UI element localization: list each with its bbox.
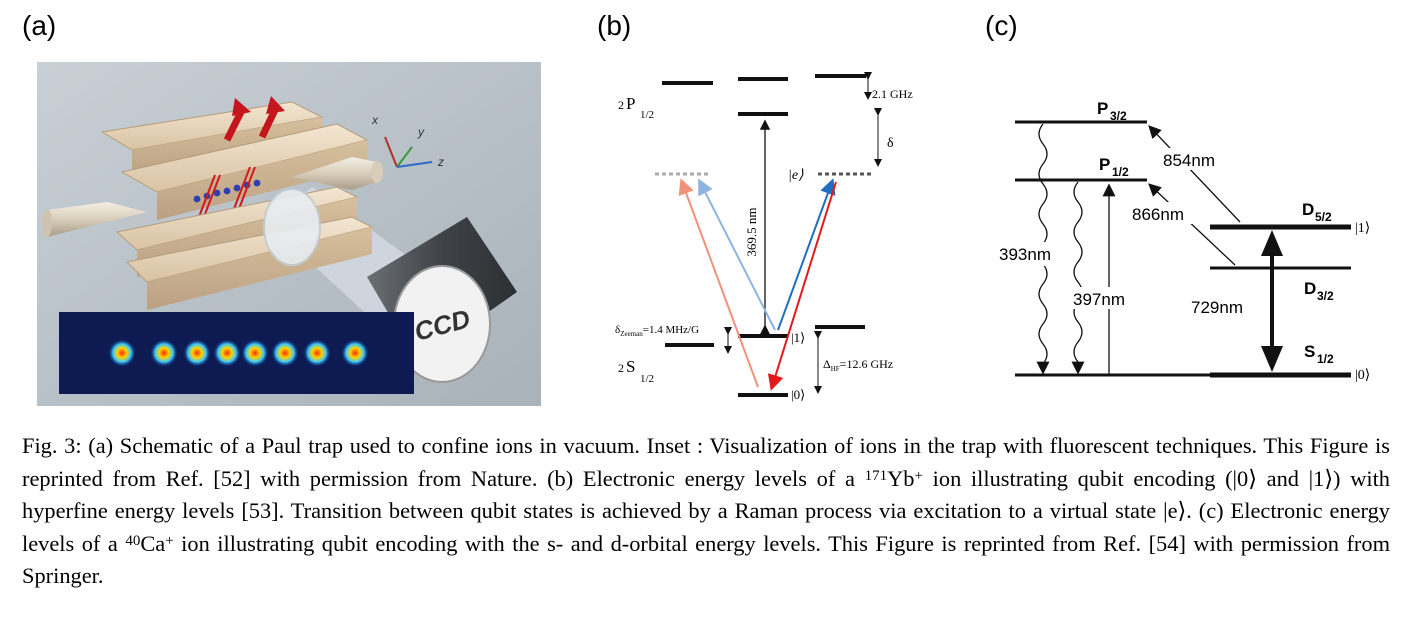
yb-energy-diagram: 2 P 1/2 2.1 GHz δ |e⟩ 369.5 nm 2 S 1/2 δ…: [615, 72, 913, 402]
d52-letter: D: [1302, 200, 1314, 219]
p-state-letter: P: [626, 94, 635, 113]
caption-text-ca: Ca: [140, 530, 166, 556]
s12-letter: S: [1304, 342, 1315, 361]
end-cap-left: [47, 202, 147, 237]
wavelength-854nm-label: 854nm: [1163, 151, 1215, 170]
zeeman-symbol: δ: [615, 324, 620, 336]
transition-866nm: [1148, 183, 1236, 266]
d52-subscript: 5/2: [1315, 210, 1332, 224]
end-cap-right: [292, 157, 377, 190]
axis-y-label: y: [417, 125, 425, 139]
d32-subscript: 3/2: [1317, 289, 1334, 303]
p-state-subscript: 1/2: [640, 109, 654, 121]
transition-854nm: [1148, 125, 1241, 223]
transition-397nm-emission: [1071, 181, 1085, 375]
fluorescence-inset: [59, 312, 414, 394]
emission-arrows: [223, 96, 285, 142]
raman-arrow-blue: [777, 178, 836, 331]
axis-triad: x y z: [371, 113, 444, 169]
s-state-letter: S: [626, 357, 635, 376]
caption-text-1: Fig. 3: (a) Schematic of a Paul trap use…: [22, 433, 1390, 491]
ca-energy-diagram: P 3/2 P 1/2 D 5/2 |1⟩ D 3/2 S 1/2 |0⟩ 85…: [998, 99, 1370, 383]
panel-c-label: (c): [985, 10, 1018, 41]
p12-letter: P: [1099, 155, 1110, 174]
zeeman-subscript: Zeeman: [620, 330, 643, 338]
virtual-state-label: |e⟩: [788, 168, 804, 183]
hyperfine-label: ΔHF=12.6 GHz: [823, 357, 893, 373]
wavelength-369nm-label: 369.5 nm: [744, 207, 759, 256]
d32-letter: D: [1304, 279, 1316, 298]
raman-arrow-pink: [678, 178, 759, 388]
s-state-subscript: 1/2: [640, 373, 654, 385]
paul-trap-illustration: CCD x y z: [37, 62, 541, 406]
hf-symbol: Δ: [823, 357, 831, 371]
p12-subscript: 1/2: [1112, 165, 1129, 179]
axis-x-label: x: [371, 113, 379, 127]
ket-zero-label-c: |0⟩: [1355, 368, 1370, 383]
s12-subscript: 1/2: [1317, 352, 1334, 366]
p-state-superscript: 2: [618, 98, 624, 112]
panel-a-label: (a): [22, 10, 57, 41]
ket-zero-label: |0⟩: [791, 387, 805, 402]
caption-sup-plus-2: +: [165, 532, 174, 549]
caption-sup-40: 40: [125, 532, 141, 549]
wavelength-729nm-label: 729nm: [1191, 298, 1243, 317]
wavelength-866nm-label: 866nm: [1132, 205, 1184, 224]
zeeman-label: δZeeman=1.4 MHz/G: [615, 324, 699, 338]
panel-b-label: (b): [597, 10, 632, 41]
p32-letter: P: [1097, 99, 1108, 118]
caption-text-yb: Yb: [887, 465, 915, 491]
ket-one-label: |1⟩: [791, 330, 805, 345]
hf-value: =12.6 GHz: [840, 357, 893, 371]
wavelength-397nm-label: 397nm: [1073, 290, 1125, 309]
ket-one-label-c: |1⟩: [1355, 221, 1370, 236]
raman-arrow-lightblue: [698, 178, 776, 331]
raman-arrow-red: [767, 181, 837, 391]
s-state-superscript: 2: [618, 361, 624, 375]
hf-subscript: HF: [831, 365, 840, 373]
caption-sup-plus-1: +: [914, 467, 923, 484]
detuning-label: δ: [887, 136, 894, 151]
p32-subscript: 3/2: [1110, 109, 1127, 123]
p-splitting-label: 2.1 GHz: [872, 87, 913, 101]
axis-z-label: z: [437, 155, 444, 169]
zeeman-value: =1.4 MHz/G: [643, 324, 699, 336]
caption-text-3: ion illustrating qubit encoding with the…: [22, 530, 1391, 589]
caption-sup-171: 171: [864, 467, 888, 484]
ion-chain: [193, 179, 261, 203]
caption-text-2: ion illustrating qubit encoding (|0⟩ and…: [22, 465, 1390, 556]
lens: [263, 188, 321, 266]
wavelength-393nm-label: 393nm: [999, 245, 1051, 264]
figure-caption: Fig. 3: (a) Schematic of a Paul trap use…: [22, 430, 1390, 593]
